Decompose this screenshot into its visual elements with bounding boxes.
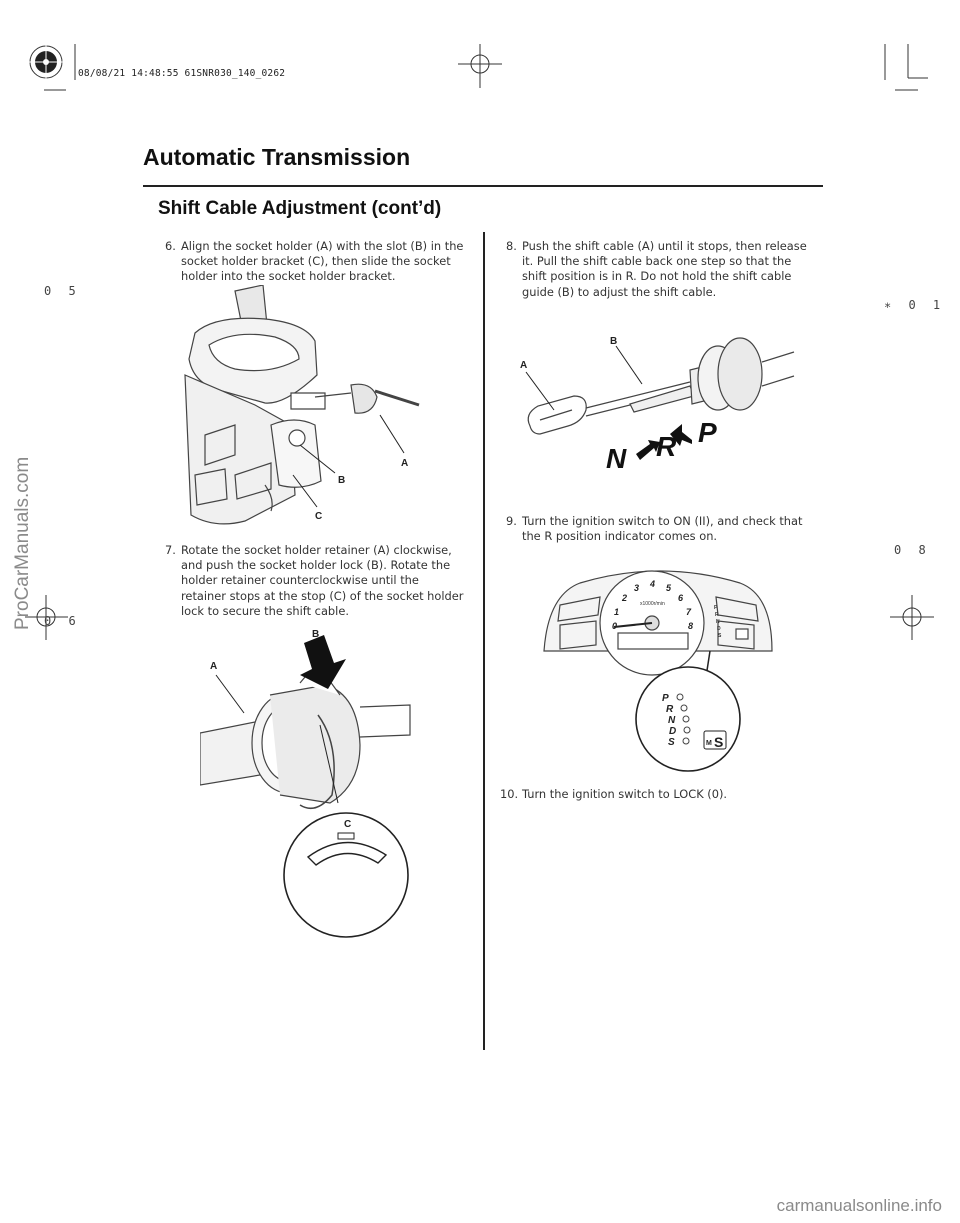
- bottom-watermark: carmanualsonline.info: [776, 1196, 942, 1215]
- label-b: B: [338, 475, 345, 486]
- mini-s: S: [718, 633, 722, 639]
- figure-instrument-cluster: 0 1 2 3 4 5 6 7 8 x1000r/min P R N D S P…: [543, 570, 773, 772]
- m-label: M: [706, 740, 712, 747]
- gauge-num-0: 0: [612, 621, 617, 631]
- step-number: 7.: [165, 543, 176, 557]
- label-c: C: [315, 511, 322, 522]
- gauge-num-5: 5: [666, 583, 672, 593]
- side-watermark: ProCarManuals.com: [12, 456, 33, 630]
- gauge-num-7: 7: [686, 607, 692, 617]
- step-number: 8.: [506, 239, 517, 253]
- gauge-num-3: 3: [634, 583, 639, 593]
- sequence-n: N: [606, 443, 627, 474]
- step-10: 10. Turn the ignition switch to LOCK (0)…: [500, 787, 800, 802]
- indicator-r: R: [666, 704, 674, 715]
- label-a: A: [401, 458, 408, 469]
- step-text: Align the socket holder (A) with the slo…: [181, 239, 464, 284]
- crosshair-logo-icon: [26, 42, 66, 82]
- indicator-n: N: [668, 715, 676, 726]
- indicator-p: P: [662, 693, 669, 704]
- gauge-num-2: 2: [621, 593, 627, 603]
- gauge-num-6: 6: [678, 593, 684, 603]
- gauge-num-8: 8: [688, 621, 693, 631]
- step-number: 10.: [500, 787, 519, 801]
- section-subtitle: Shift Cable Adjustment (cont’d): [158, 198, 442, 219]
- gauge-num-4: 4: [649, 579, 655, 589]
- step-text: Push the shift cable (A) until it stops,…: [522, 239, 807, 299]
- mini-n: N: [716, 619, 720, 625]
- figure-socket-holder-alignment: A B C: [184, 285, 420, 525]
- mini-r: R: [715, 612, 719, 618]
- mini-d: D: [717, 626, 721, 632]
- label-a: A: [210, 661, 217, 672]
- step-number: 9.: [506, 514, 517, 528]
- sequence-p: P: [698, 417, 717, 448]
- margin-code-right-top: ∗ 0 1: [884, 298, 946, 312]
- push-arrow-icon: [300, 635, 346, 689]
- mini-p: P: [714, 605, 718, 611]
- column-divider: [483, 232, 485, 1050]
- step-text: Rotate the socket holder retainer (A) cl…: [181, 543, 464, 618]
- label-a: A: [520, 360, 527, 371]
- indicator-s: S: [668, 737, 675, 748]
- label-b: B: [312, 629, 319, 640]
- label-c: C: [344, 819, 351, 830]
- step-number: 6.: [165, 239, 176, 253]
- page-title: Automatic Transmission: [143, 144, 411, 170]
- step-9: 9. Turn the ignition switch to ON (II), …: [506, 514, 806, 544]
- n-to-r-arrow-icon: [636, 440, 660, 460]
- print-stamp: 08/08/21 14:48:55 61SNR030_140_0262: [78, 68, 286, 79]
- step-7: 7. Rotate the socket holder retainer (A)…: [165, 543, 467, 619]
- label-b: B: [610, 336, 617, 347]
- p-to-r-arrow-icon: [670, 424, 692, 446]
- margin-code-right-bottom: 0 8: [894, 543, 931, 557]
- s-label: S: [714, 734, 723, 750]
- step-8: 8. Push the shift cable (A) until it sto…: [506, 239, 816, 300]
- figure-shift-cable-push: A B N R P: [520, 336, 795, 474]
- step-text: Turn the ignition switch to LOCK (0).: [522, 787, 728, 801]
- gauge-unit-label: x1000r/min: [640, 601, 665, 607]
- gauge-num-1: 1: [614, 607, 619, 617]
- indicator-d: D: [669, 726, 676, 737]
- margin-code-left-top: 0 5: [44, 284, 81, 298]
- title-rule: [143, 185, 823, 187]
- sequence-r: R: [656, 431, 677, 462]
- figure-socket-holder-lock: A B C: [200, 629, 411, 938]
- margin-code-left-bottom: 0 6: [44, 614, 81, 628]
- step-text: Turn the ignition switch to ON (II), and…: [522, 514, 803, 544]
- step-6: 6. Align the socket holder (A) with the …: [165, 239, 465, 285]
